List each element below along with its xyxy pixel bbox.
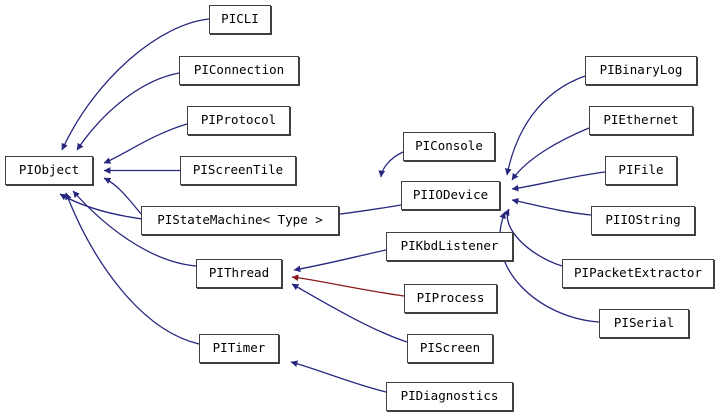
edge-picli-piobject [61,18,210,151]
node-label: PITimer [212,340,266,356]
edge-pidiagnostics-pitimer [290,360,387,393]
node-piprocess[interactable]: PIProcess [404,284,497,313]
node-label: PIScreenTile [192,162,284,178]
edge-pibinarylog-piiodevice [504,75,586,176]
node-label: PIIOString [605,212,681,228]
node-piprotocol[interactable]: PIProtocol [187,106,290,135]
edge-piethernet-piiodevice [511,127,590,181]
node-piconsole[interactable]: PIConsole [403,132,495,161]
node-label: PIConsole [415,138,483,154]
node-piserial[interactable]: PISerial [599,309,689,338]
node-label: PIDiagnostics [400,388,499,404]
node-label: PIScreen [419,340,481,356]
edge-pifile-piiodevice [511,171,606,192]
node-label: PIIODevice [412,187,489,203]
node-label: PIProcess [416,290,485,306]
node-pithread[interactable]: PIThread [196,259,282,288]
edge-piconsole-piiodevice [378,151,404,178]
node-label: PIProtocol [200,112,277,128]
node-pitimer[interactable]: PITimer [199,334,279,363]
edge-pikbdlistener-pithread [293,249,387,273]
edge-pithread-piobject [72,190,197,267]
node-label: PIFile [618,162,664,178]
edge-piconnection-piobject [76,72,180,151]
node-pistatemachine[interactable]: PIStateMachine< Type > [141,206,339,235]
node-piethernet[interactable]: PIEthernet [589,106,693,135]
node-picli[interactable]: PICLI [209,5,271,34]
node-piscreen[interactable]: PIScreen [407,334,493,363]
node-label: PIPacketExtractor [574,265,702,281]
edge-piiostring-piiodevice [511,197,592,216]
node-pipacketextractor[interactable]: PIPacketExtractor [562,259,714,288]
edge-piprotocol-piobject [103,123,188,164]
node-label: PIThread [208,265,270,281]
node-label: PIEthernet [603,112,679,128]
edge-pistatemachine-piobject [103,177,142,215]
node-label: PIBinaryLog [599,62,683,78]
node-label: PIStateMachine< Type > [157,212,323,228]
edge-pitimer-piobject [65,192,200,345]
node-label: PIObject [18,162,80,178]
node-piiodevice[interactable]: PIIODevice [401,181,500,210]
node-pifile[interactable]: PIFile [605,156,677,185]
edge-piscreen-pithread [291,283,408,343]
node-piconnection[interactable]: PIConnection [179,56,299,85]
node-piiostring[interactable]: PIIOString [591,206,695,235]
node-piobject[interactable]: PIObject [5,156,93,185]
node-pibinarylog[interactable]: PIBinaryLog [585,56,697,85]
node-pikbdlistener[interactable]: PIKbdListener [386,232,513,261]
node-label: PIKbdListener [400,238,499,254]
node-label: PIConnection [193,62,285,78]
edge-piprocess-pithread [291,274,405,297]
node-label: PICLI [221,11,259,27]
node-pidiagnostics[interactable]: PIDiagnostics [386,382,513,411]
node-piscreentile[interactable]: PIScreenTile [180,156,296,185]
edge-pipacketextractor-piiodevice [503,208,563,267]
node-label: PISerial [613,315,675,331]
